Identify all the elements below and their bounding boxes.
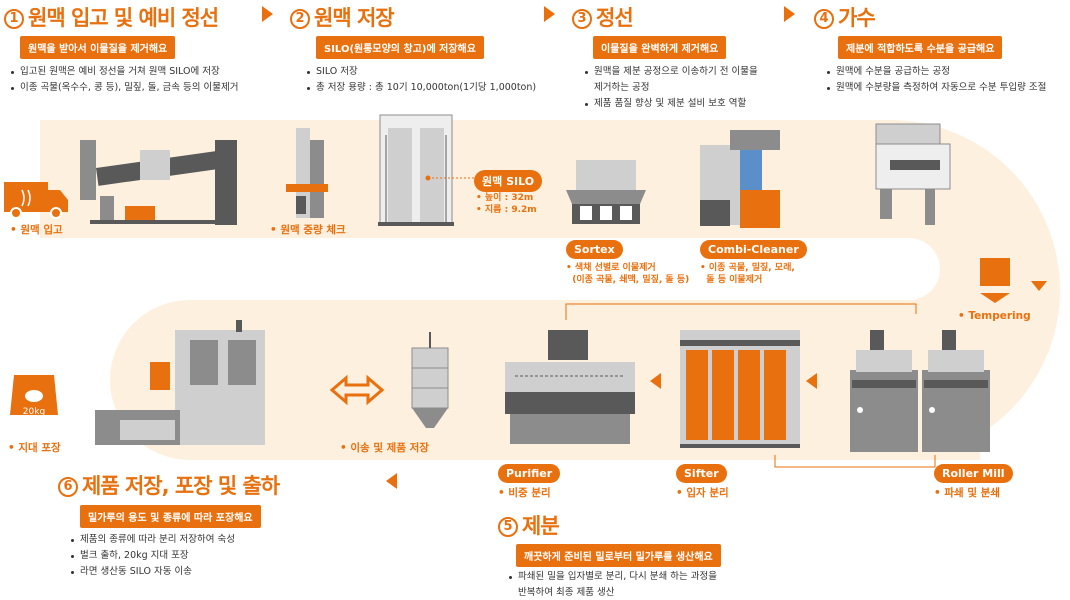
combi-cleaner-pill: Combi-Cleaner [700,240,807,259]
step-4-tag: 제분에 적합하도록 수분을 공급해요 [838,36,1003,59]
step-arrow-icon [784,6,795,22]
list-item: 원맥에 수분량을 측정하여 자동으로 수분 투입량 조절 [826,80,1046,96]
purifier-desc: • 비중 분리 [498,487,551,499]
bag-weight-label: 20kg [22,407,46,417]
step-4-bullets: 원맥에 수분을 공급하는 공정 원맥에 수분량을 측정하여 자동으로 수분 투입… [826,64,1046,96]
bag-label: • 지대 포장 [8,442,61,454]
step-3-tag: 이물질을 완벽하게 제거해요 [593,36,727,59]
double-arrow-icon [329,374,385,406]
list-item: 제거하는 공정 [594,82,650,93]
flow-arrow-icon [1031,281,1047,291]
step-2-bullets: SILO 저장 총 저장 용량 : 총 10기 10,000ton(1기당 1,… [306,64,536,96]
roller-mill-pill: Roller Mill [934,464,1013,483]
flow-arrow-icon [806,373,817,389]
purifier-machine [505,330,635,444]
sortex-pill: Sortex [566,240,623,259]
list-item: 라면 생산동 SILO 자동 이송 [70,564,235,580]
combi-cleaner-desc: • 이종 곡물, 밀짚, 모래, 돌 등 이물제거 [700,263,795,285]
combi-cleaner-machine [700,130,780,228]
intake-machine [80,140,237,225]
list-item: 총 저장 용량 : 총 10기 10,000ton(1기당 1,000ton) [306,80,536,96]
list-item: 이종 곡물(옥수수, 콩 등), 밀짚, 돌, 금속 등의 이물제거 [10,80,238,96]
transfer-label: • 이송 및 제품 저장 [340,442,429,454]
packaging-machine [95,320,265,445]
weight-check-label: • 원맥 중량 체크 [270,224,346,236]
tempering-machine [875,123,951,225]
sifter-desc: • 입자 분리 [676,487,729,499]
step-1-bullets: 입고된 원맥은 예비 정선을 거쳐 원맥 SILO에 저장 이종 곡물(옥수수,… [10,64,238,96]
sortex-machine [566,160,646,224]
step-5-tag: 깨끗하게 준비된 밀로부터 밀가루를 생산해요 [516,544,721,567]
list-item: 입고된 원맥은 예비 정선을 거쳐 원맥 SILO에 저장 [10,64,238,80]
list-item: 원맥에 수분을 공급하는 공정 [826,64,1046,80]
step-5-bullets: 파쇄된 밀을 입자별로 분리, 다시 분쇄 하는 과정을 반복하여 최종 제품 … [508,569,717,600]
flour-bag-icon [10,375,58,415]
list-item: 반복하여 최종 제품 생산 [518,587,615,598]
sifter-pill: Sifter [676,464,727,483]
storage-silo-icon [411,332,449,428]
list-item: 벌크 출하, 20kg 지대 포장 [70,548,235,564]
silo-icon [378,114,454,226]
tempering-label: • Tempering [958,310,1031,322]
step-3-bullets: 원맥을 제분 공정으로 이송하기 전 이물을 제거하는 공정 제품 품질 향상 … [584,64,758,112]
list-item: 파쇄된 밀을 입자별로 분리, 다시 분쇄 하는 과정을 [508,569,717,585]
sortex-desc: • 색채 선별로 이물제거 (이종 곡물, 쇄맥, 밀짚, 돌 등) [566,263,690,285]
intake-label: • 원맥 입고 [10,224,63,236]
step-6-tag: 밀가루의 용도 및 종류에 따라 포장해요 [80,505,261,528]
step-arrow-icon [544,6,555,22]
roller-mill-machine [850,330,990,452]
flow-arrow-icon [650,373,661,389]
roller-mill-desc: • 파쇄 및 분쇄 [934,487,1000,499]
truck-icon [4,182,68,219]
list-item: SILO 저장 [306,64,536,80]
weight-check-machine [286,128,328,218]
step-2-tag: SILO(원통모양의 창고)에 저장해요 [316,36,484,59]
flow-arrow-icon [386,473,397,489]
step-6-bullets: 제품의 종류에 따라 분리 저장하여 숙성 벌크 출하, 20kg 지대 포장 … [70,532,235,580]
silo-specs: • 높이 : 32m• 지름 : 9.2m [476,193,537,215]
step-arrow-icon [262,6,273,22]
tempering-bin-icon [980,258,1010,303]
list-item: 원맥을 제분 공정으로 이송하기 전 이물을 [584,64,758,80]
step-1-tag: 원맥을 받아서 이물질을 제거해요 [20,36,176,59]
list-item: 제품의 종류에 따라 분리 저장하여 숙성 [70,532,235,548]
list-item: 제품 품질 향상 및 제분 설비 보호 역할 [584,96,758,112]
silo-name-pill: 원맥 SILO [474,170,543,192]
sifter-machine [680,330,800,448]
purifier-pill: Purifier [498,464,561,483]
